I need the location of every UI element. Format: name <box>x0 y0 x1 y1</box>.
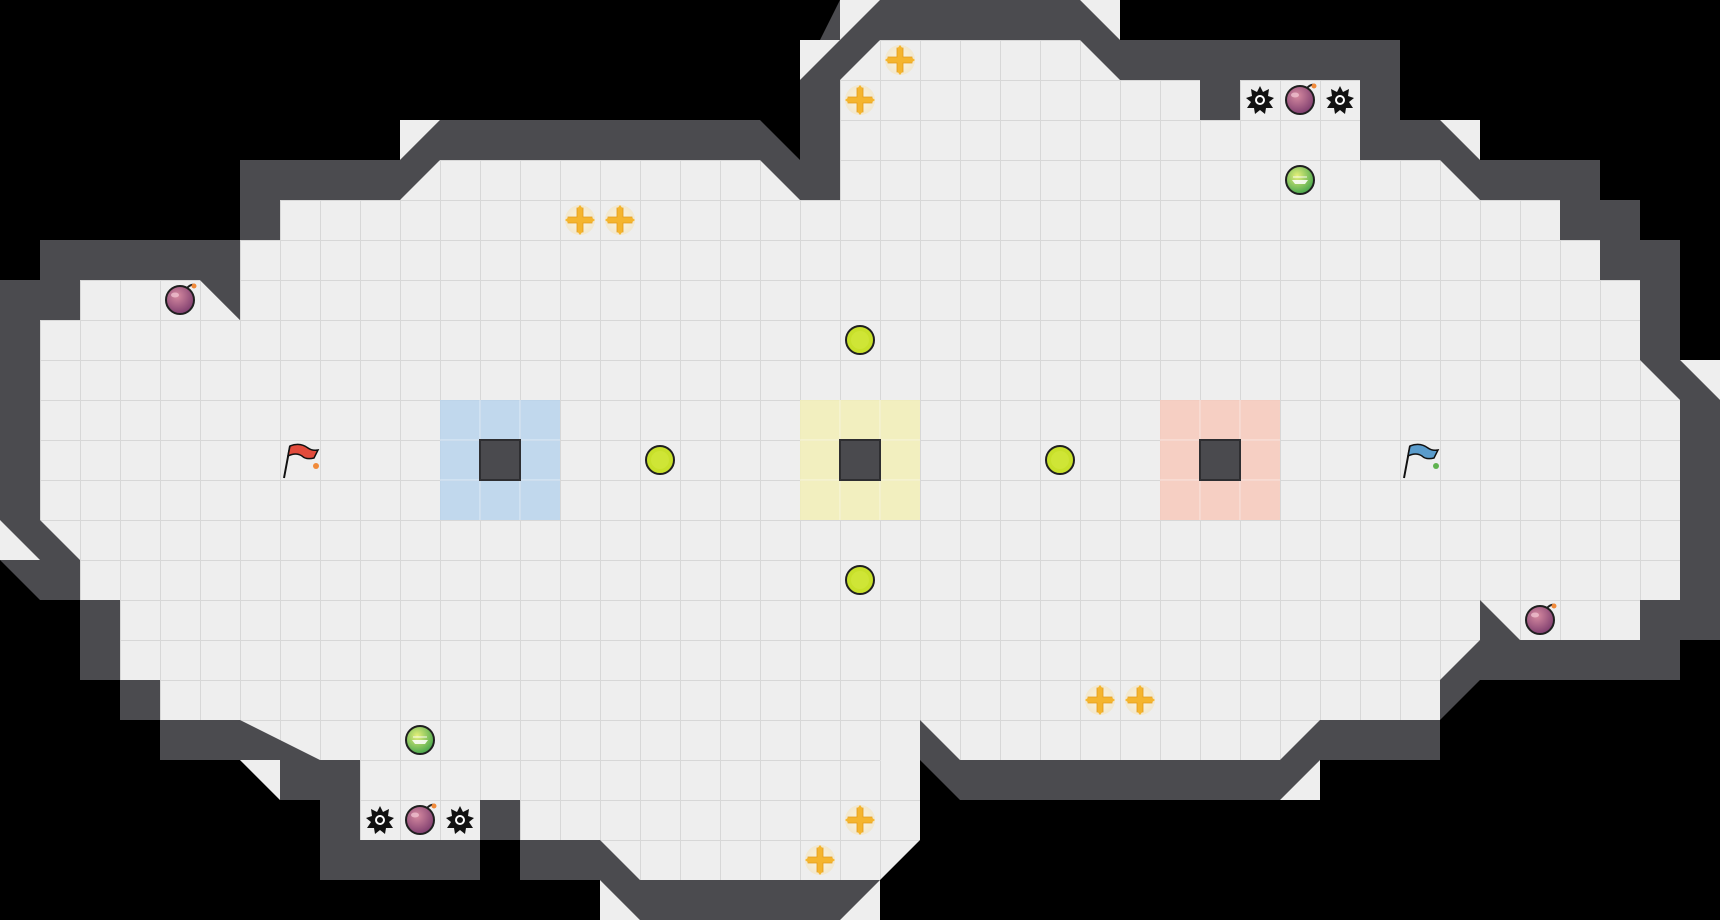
powerup[interactable] <box>845 565 875 595</box>
boost-pad[interactable] <box>844 84 876 116</box>
powerup[interactable] <box>645 445 675 475</box>
boost-pad[interactable] <box>1084 684 1116 716</box>
wall-notch <box>1200 80 1240 120</box>
green-powerup-ball[interactable] <box>1285 165 1315 195</box>
powerup[interactable] <box>1045 445 1075 475</box>
boost-pad[interactable] <box>564 204 596 236</box>
wall-notch <box>480 800 520 840</box>
wall-block <box>839 439 881 481</box>
green-powerup-ball[interactable] <box>405 725 435 755</box>
boost-pad[interactable] <box>1124 684 1156 716</box>
red-flag-icon[interactable] <box>283 443 320 479</box>
boost-pad[interactable] <box>804 844 836 876</box>
boost-pad[interactable] <box>844 804 876 836</box>
boost-pad[interactable] <box>884 44 916 76</box>
powerup[interactable] <box>845 325 875 355</box>
wall-edge <box>200 280 240 320</box>
blue-flag-icon[interactable] <box>1403 443 1440 479</box>
wall-edge <box>1480 600 1520 640</box>
wall-block <box>1199 439 1241 481</box>
wall-block <box>479 439 521 481</box>
boost-pad[interactable] <box>604 204 636 236</box>
